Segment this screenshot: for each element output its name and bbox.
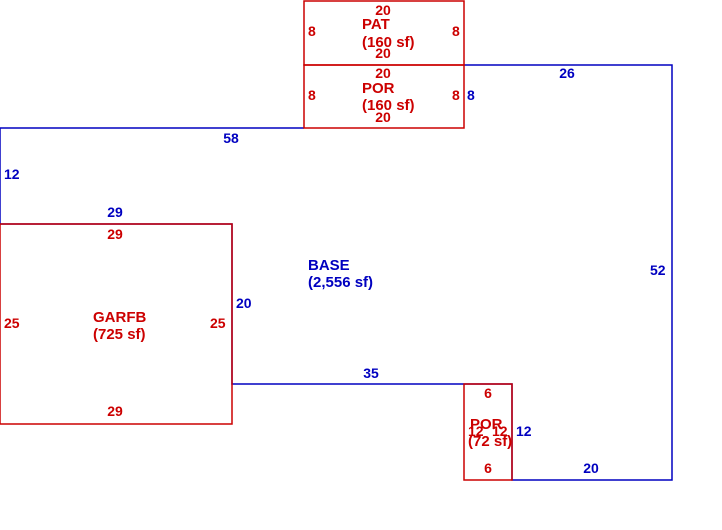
por-small-dim-bottom: 6	[484, 460, 492, 476]
por-top-dim-top: 20	[375, 65, 391, 81]
pat-dim-top: 20	[375, 2, 391, 18]
por-small-dim-left: 12	[468, 423, 484, 439]
por-small-dim-top: 6	[484, 385, 492, 401]
pat-dim-bottom: 20	[375, 45, 391, 61]
garfb-dim-top: 29	[107, 226, 123, 242]
por-small-dim-right: 12	[492, 423, 508, 439]
por-top-dim-left: 8	[308, 87, 316, 103]
garfb-label: GARFB	[93, 309, 146, 326]
base-dim-right: 52	[650, 262, 666, 278]
base-dim-por-side: 12	[516, 423, 532, 439]
garfb-area: (725 sf)	[93, 326, 146, 343]
pat-label: PAT	[362, 16, 390, 33]
por-top-area: (160 sf)	[362, 97, 415, 114]
base-dim-left: 12	[4, 166, 20, 182]
por-top-outline	[303, 64, 465, 129]
base-dim-mid-step: 29	[107, 204, 123, 220]
base-dim-bottom-right: 20	[583, 460, 599, 476]
base-label: BASE	[308, 257, 350, 274]
pat-area: (160 sf)	[362, 34, 415, 51]
base-dim-top-right: 26	[559, 65, 575, 81]
garfb-dim-left: 25	[4, 315, 20, 331]
pat-dim-left: 8	[308, 23, 316, 39]
por-small-label: POR	[470, 416, 503, 433]
base-dim-por-joint: 8	[467, 87, 475, 103]
por-small-outline	[463, 383, 513, 481]
por-top-label: POR	[362, 80, 395, 97]
garfb-dim-bottom: 29	[107, 403, 123, 419]
pat-dim-right: 8	[452, 23, 460, 39]
base-dim-top-left: 58	[223, 130, 239, 146]
por-top-dim-right: 8	[452, 87, 460, 103]
por-top-dim-bottom: 20	[375, 109, 391, 125]
base-dim-step-vertical: 20	[236, 295, 252, 311]
garfb-outline	[0, 223, 233, 425]
por-small-area: (72 sf)	[468, 433, 512, 450]
base-area: (2,556 sf)	[308, 274, 373, 291]
base-outline	[0, 64, 673, 481]
garfb-dim-right: 25	[210, 315, 226, 331]
base-dim-inner-horizontal: 35	[363, 365, 379, 381]
